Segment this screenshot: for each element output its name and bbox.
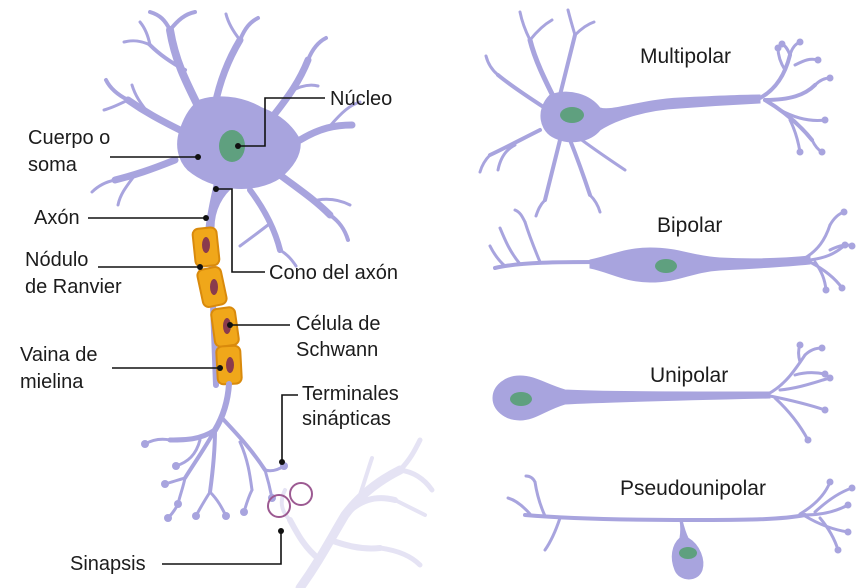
label-cuerpo-line2: soma — [28, 154, 78, 176]
multipolar-neuron — [480, 10, 834, 216]
label-celula-line1: Célula de — [296, 313, 381, 335]
unipolar-neuron — [493, 342, 834, 444]
label-cono: Cono del axón — [269, 262, 398, 284]
axon-hillock — [206, 180, 235, 228]
type-label-pseudounipolar: Pseudounipolar — [620, 477, 766, 500]
type-label-bipolar: Bipolar — [657, 214, 722, 237]
label-terminales-line2: sinápticas — [302, 408, 391, 430]
label-nodulo-line2: de Ranvier — [25, 276, 122, 298]
label-terminales-line1: Terminales — [302, 383, 399, 405]
type-label-multipolar: Multipolar — [640, 45, 731, 68]
label-sinapsis: Sinapsis — [70, 553, 146, 575]
type-label-unipolar: Unipolar — [650, 364, 728, 387]
label-cuerpo-line1: Cuerpo o — [28, 127, 110, 149]
myelin-sheath — [192, 227, 242, 385]
label-vaina-line2: mielina — [20, 371, 84, 393]
label-celula-line2: Schwann — [296, 339, 378, 361]
label-axon: Axón — [34, 207, 80, 229]
label-vaina-line1: Vaina de — [20, 344, 97, 366]
label-nucleo: Núcleo — [330, 88, 392, 110]
postsynaptic-neuron — [282, 440, 432, 588]
axon-terminals — [145, 384, 284, 518]
label-nodulo-line1: Nódulo — [25, 249, 88, 271]
